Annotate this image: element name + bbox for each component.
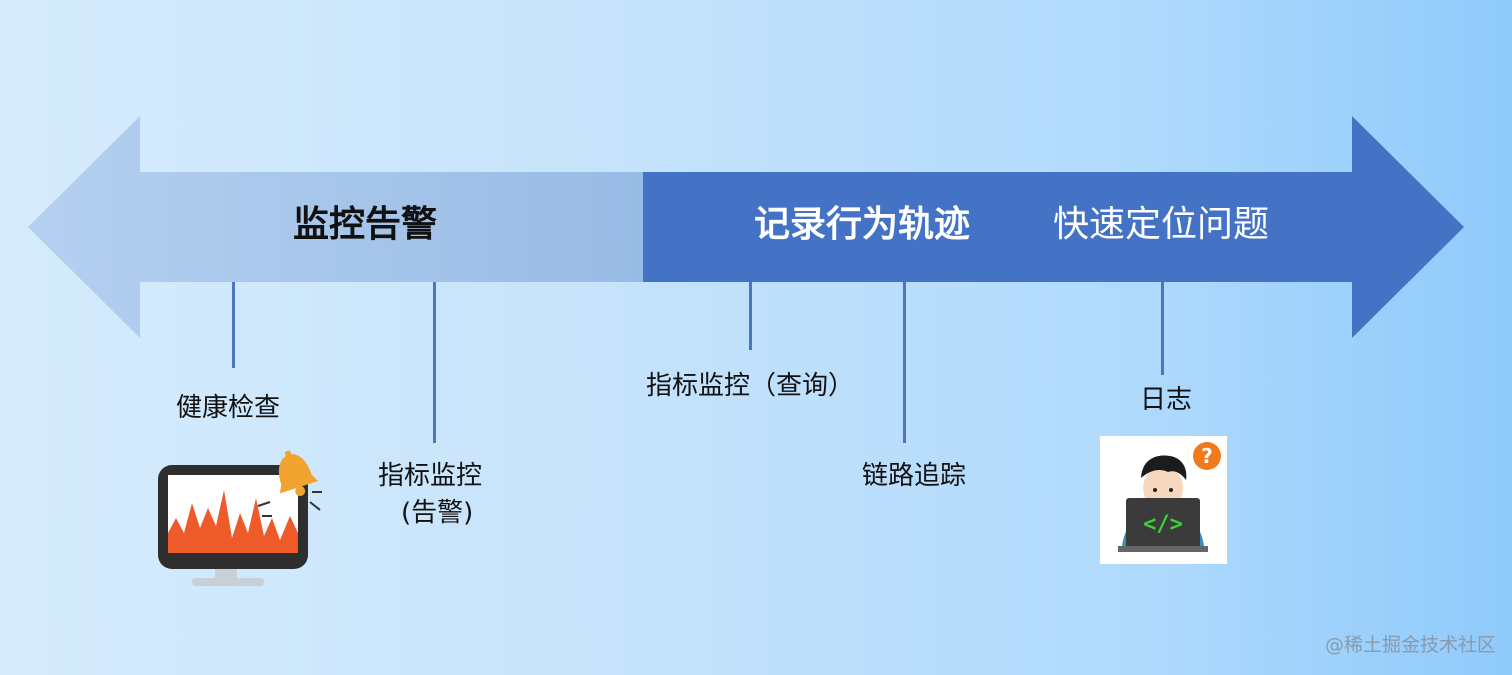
label-metric-alert: 指标监控 [378,461,483,491]
connector-metric-query [749,282,752,350]
label-metric-alert-sub: (告警) [401,498,474,528]
connector-metric-alert [433,282,436,443]
label-tracing: 链路追踪 [862,461,967,491]
watermark: @稀土掘金技术社区 [1324,634,1496,656]
label-metric-query: 指标监控（查询） [646,371,855,401]
label-monitoring-alerting: 监控告警 [293,204,438,245]
developer-question-icon: </> ? [1100,436,1227,564]
label-locate-problem: 快速定位问题 [1053,204,1270,245]
svg-text:</>: </> [1143,512,1183,537]
connector-logs [1161,282,1164,375]
connector-tracing [903,282,906,443]
connector-health-check [232,282,235,368]
label-record-behavior: 记录行为轨迹 [754,204,971,245]
arrow-left-segment [28,116,643,338]
arrow-right-segment [643,116,1464,338]
svg-text:?: ? [1201,444,1213,468]
label-logs: 日志 [1140,385,1193,415]
monitor-alert-icon [158,450,322,586]
label-health-check: 健康检查 [176,393,281,423]
